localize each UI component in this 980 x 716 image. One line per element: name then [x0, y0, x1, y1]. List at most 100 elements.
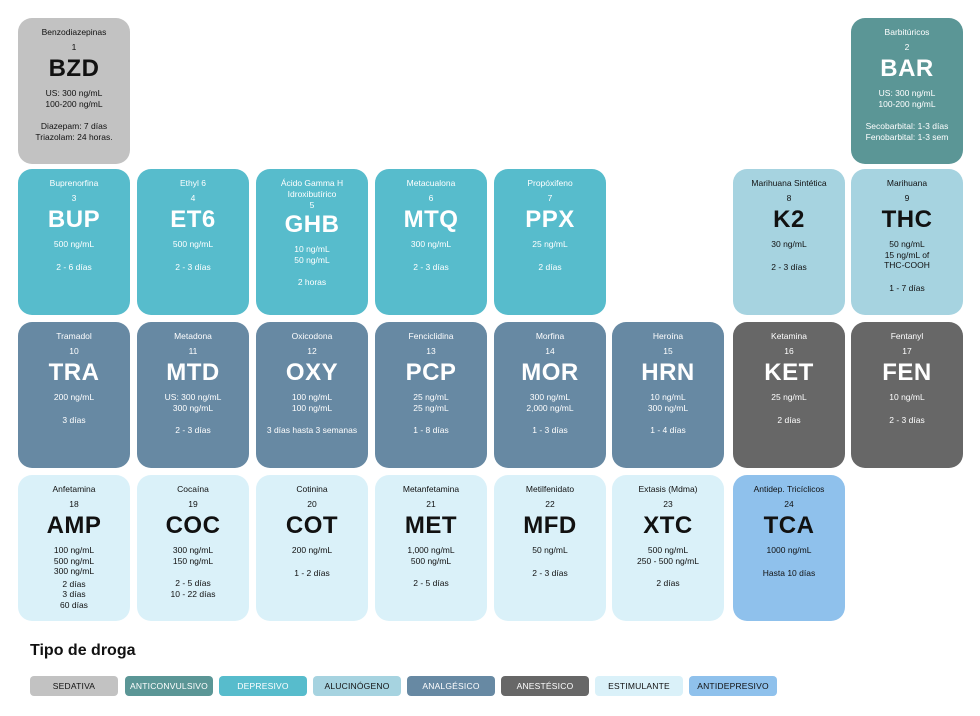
atomic-number: 23 — [663, 499, 673, 509]
drug-name: Ethyl 6 — [180, 178, 206, 188]
legend-item-anestesico: ANESTÉSICO — [501, 676, 589, 696]
detection-time: 1 - 3 días — [532, 425, 568, 435]
drug-symbol: AMP — [46, 512, 102, 539]
atomic-number: 10 — [69, 346, 79, 356]
drug-name: Fentanyl — [890, 331, 924, 341]
drug-name: Extasis (Mdma) — [638, 484, 698, 494]
concentration: 10 ng/mL 300 ng/mL — [647, 392, 689, 413]
concentration: US: 300 ng/mL 100-200 ng/mL — [45, 88, 103, 109]
detection-time: 2 - 3 días — [532, 567, 568, 578]
concentration: 10 ng/mL — [889, 392, 925, 402]
drug-name: Heroína — [652, 331, 684, 341]
detection-time: 3 días — [62, 414, 86, 425]
atomic-number: 13 — [426, 346, 436, 356]
concentration: 50 ng/mL — [532, 545, 568, 555]
atomic-number: 16 — [784, 346, 794, 356]
concentration: 25 ng/mL — [771, 392, 807, 402]
concentration: 25 ng/mL 25 ng/mL — [413, 392, 449, 413]
legend-title: Tipo de droga — [30, 642, 136, 659]
atomic-number: 3 — [71, 193, 77, 203]
detection-time: 2 - 5 días — [413, 578, 449, 588]
concentration: 500 ng/mL 250 - 500 ng/mL — [637, 545, 699, 566]
drug-name: Cocaína — [177, 484, 209, 494]
atomic-number: 22 — [545, 499, 555, 509]
legend-item-anticonvulsivo: ANTICONVULSIVO — [125, 676, 213, 696]
atomic-number: 11 — [188, 346, 198, 356]
drug-symbol: XTC — [643, 512, 693, 539]
legend-item-antidepresivo: ANTIDEPRESIVO — [689, 676, 777, 696]
drug-symbol: GHB — [284, 211, 340, 238]
detection-time: 1 - 2 días — [294, 567, 330, 578]
detection-time: 2 - 5 días 10 - 22 días — [170, 578, 216, 599]
atomic-number: 15 — [663, 346, 673, 356]
legend-item-sedativa: SEDATIVA — [30, 676, 118, 696]
detection-time: Hasta 10 días — [762, 567, 816, 578]
atomic-number: 21 — [426, 499, 436, 509]
detection-time: 2 - 3 días — [889, 414, 925, 425]
drug-name: Marihuana Sintética — [751, 178, 827, 188]
drug-name: Marihuana — [886, 178, 928, 188]
drug-name: Cotinina — [296, 484, 328, 494]
concentration: 30 ng/mL — [771, 239, 807, 249]
concentration: 500 ng/mL — [172, 239, 214, 249]
drug-symbol: MET — [404, 512, 458, 539]
atomic-number: 5 — [309, 200, 315, 210]
detection-time: 2 - 3 días — [175, 261, 211, 272]
drug-symbol: FEN — [882, 359, 932, 386]
detection-time: Secobarbital: 1-3 días Fenobarbital: 1-3… — [865, 121, 949, 142]
atomic-number: 9 — [904, 193, 910, 203]
concentration: 200 ng/mL — [291, 545, 333, 555]
detection-time: 2 - 3 días — [175, 425, 211, 435]
drug-symbol: THC — [881, 206, 933, 233]
drug-symbol: MTQ — [403, 206, 459, 233]
detection-time: 1 - 4 días — [650, 425, 686, 435]
drug-symbol: ET6 — [170, 206, 216, 233]
concentration: US: 300 ng/mL 300 ng/mL — [164, 392, 222, 413]
detection-time: 2 días — [777, 414, 801, 425]
concentration: US: 300 ng/mL 100-200 ng/mL — [878, 88, 936, 109]
atomic-number: 4 — [190, 193, 196, 203]
atomic-number: 20 — [307, 499, 317, 509]
detection-time: 2 - 3 días — [413, 261, 449, 272]
detection-time: 2 - 6 días — [56, 261, 92, 272]
concentration: 100 ng/mL 500 ng/mL 300 ng/mL — [53, 545, 95, 576]
concentration: 200 ng/mL — [53, 392, 95, 402]
atomic-number: 2 — [904, 42, 910, 52]
drug-symbol: COT — [285, 512, 339, 539]
drug-name: Morfina — [535, 331, 565, 341]
concentration: 300 ng/mL 150 ng/mL — [172, 545, 214, 566]
drug-name: Propóxifeno — [527, 178, 573, 188]
drug-symbol: BUP — [47, 206, 101, 233]
concentration: 300 ng/mL 2,000 ng/mL — [526, 392, 574, 413]
drug-name: Metilfenidato — [525, 484, 575, 494]
legend-item-analgesico: ANALGÉSICO — [407, 676, 495, 696]
atomic-number: 12 — [307, 346, 317, 356]
concentration: 1,000 ng/mL 500 ng/mL — [407, 545, 455, 566]
concentration: 1000 ng/mL — [766, 545, 812, 555]
atomic-number: 14 — [545, 346, 555, 356]
drug-symbol: PPX — [525, 206, 575, 233]
drug-name: Anfetamina — [52, 484, 96, 494]
drug-symbol: PCP — [405, 359, 457, 386]
atomic-number: 7 — [547, 193, 553, 203]
drug-symbol: MOR — [521, 359, 579, 386]
legend-item-estimulante: ESTIMULANTE — [595, 676, 683, 696]
atomic-number: 17 — [902, 346, 912, 356]
atomic-number: 24 — [784, 499, 794, 509]
drug-symbol: TCA — [763, 512, 815, 539]
